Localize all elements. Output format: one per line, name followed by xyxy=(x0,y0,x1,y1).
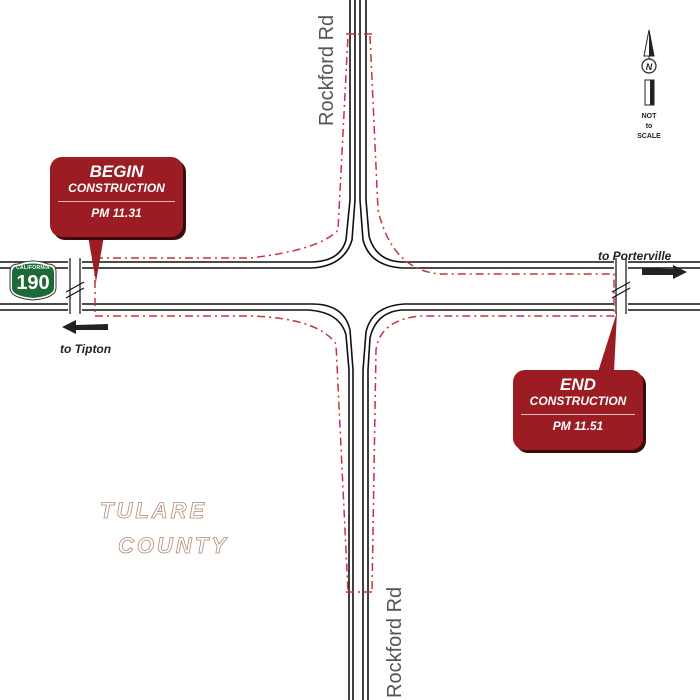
rockford-rd-south-label: Rockford Rd xyxy=(384,586,406,698)
note-line-3: SCALE xyxy=(637,133,661,140)
note-line-1: NOT xyxy=(641,113,657,120)
arrow-east-icon xyxy=(642,265,687,279)
callout-divider xyxy=(58,201,175,202)
north-arrow-icon: N xyxy=(641,29,657,106)
county-label-line2: COUNTY xyxy=(118,533,229,559)
callout-postmile: PM 11.51 xyxy=(552,419,604,433)
callout-divider xyxy=(521,414,635,415)
end-construction-callout: END CONSTRUCTION PM 11.51 xyxy=(513,370,643,450)
not-to-scale-note: NOT to SCALE xyxy=(632,112,666,142)
construction-limit-lines xyxy=(94,33,615,593)
shield-route-number: 190 xyxy=(16,272,50,294)
begin-callout-pointer xyxy=(88,236,104,282)
end-callout-pointer xyxy=(598,312,617,372)
begin-construction-callout: BEGIN CONSTRUCTION PM 11.31 xyxy=(50,157,183,237)
callout-subtitle: CONSTRUCTION xyxy=(529,394,627,408)
destination-west-label: to Tipton xyxy=(60,342,112,356)
callout-title: BEGIN xyxy=(89,162,144,181)
svg-text:N: N xyxy=(646,62,653,72)
route-190-shield-icon xyxy=(9,260,57,301)
route-shield-text: CALIFORNIA 190 xyxy=(7,262,59,298)
arrow-west-icon xyxy=(62,320,108,334)
callout-title: END xyxy=(560,375,596,394)
note-line-2: to xyxy=(645,123,653,130)
county-label-line1: TULARE xyxy=(100,498,208,524)
callout-postmile: PM 11.31 xyxy=(91,206,142,220)
shield-state-label: CALIFORNIA xyxy=(16,265,50,271)
callout-subtitle: CONSTRUCTION xyxy=(68,181,165,195)
rockford-rd-north-label: Rockford Rd xyxy=(316,14,338,126)
destination-east-label: to Porterville xyxy=(598,249,672,263)
